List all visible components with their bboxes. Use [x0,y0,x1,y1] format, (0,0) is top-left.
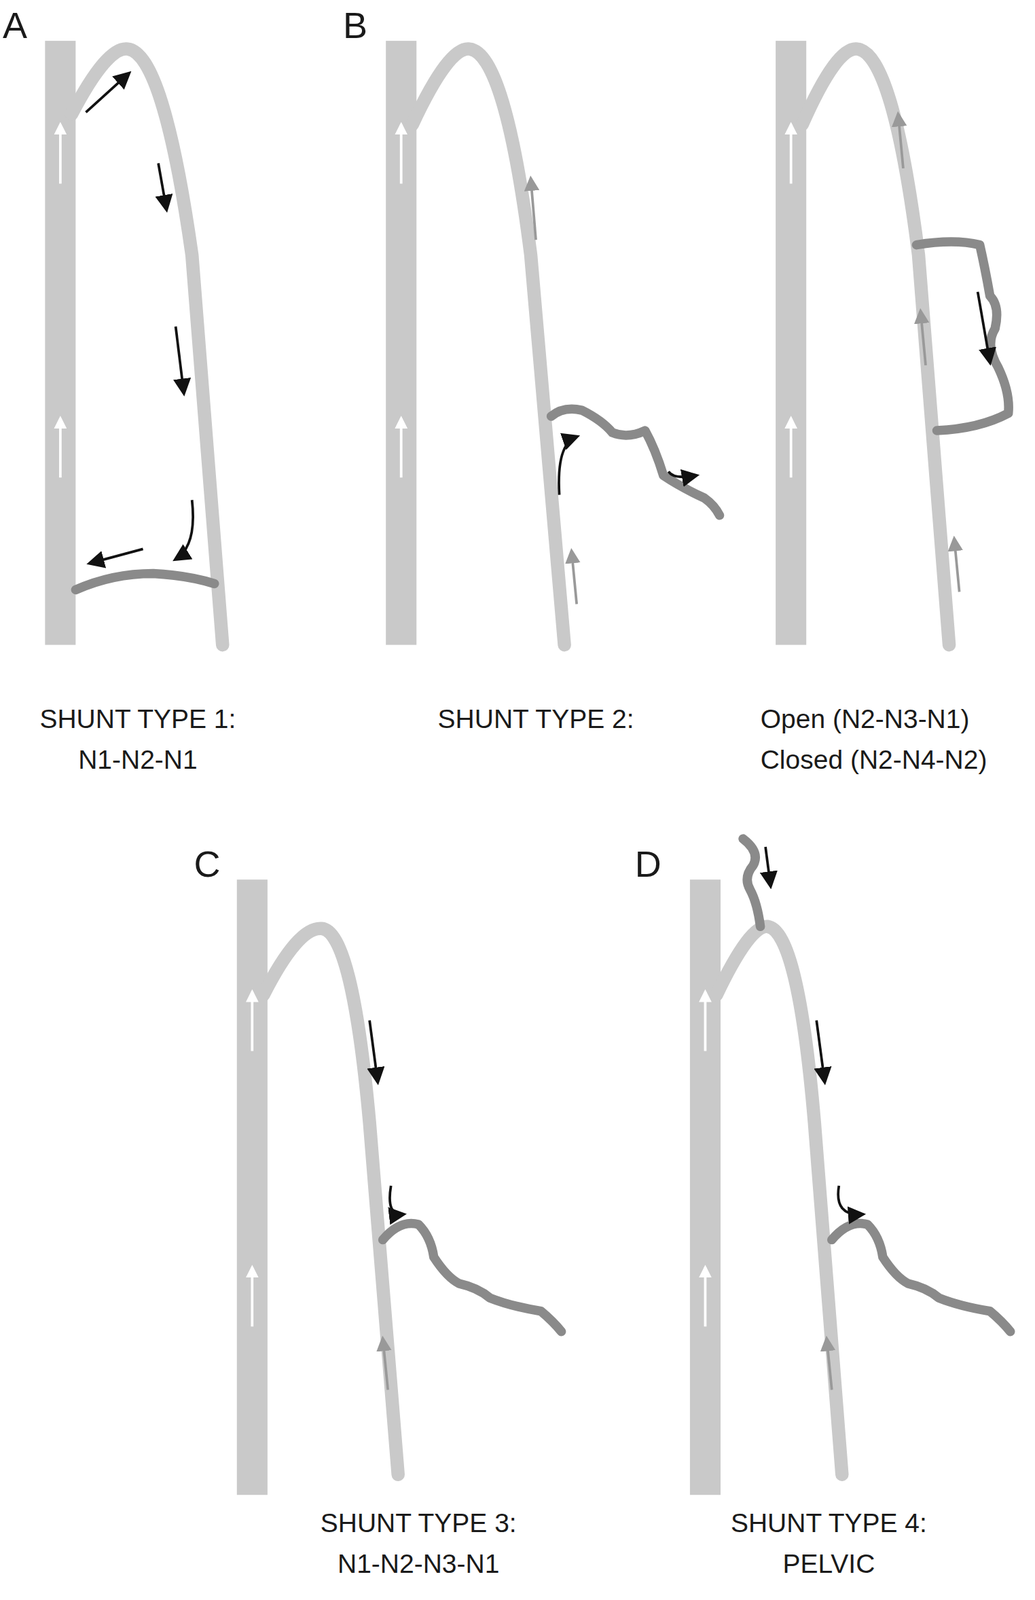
panel-letter: C [194,842,221,885]
shunt-caption: SHUNT TYPE 2: [438,704,635,735]
panel-letter: D [634,842,662,885]
shunt-code: N1-N2-N1 [78,745,198,776]
shunt-code: Closed (N2-N4-N2) [760,745,988,776]
shunt-code: PELVIC [782,1549,875,1580]
panel-letter: B [342,4,368,47]
shunt-code: N1-N2-N3-N1 [337,1549,500,1580]
shunt-caption: SHUNT TYPE 1: [39,704,236,735]
shunt-caption: SHUNT TYPE 4: [730,1508,928,1539]
shunt-caption: SHUNT TYPE 3: [320,1508,517,1539]
panel-letter: A [2,4,28,47]
shunt-code: Open (N2-N3-N1) [760,704,970,735]
